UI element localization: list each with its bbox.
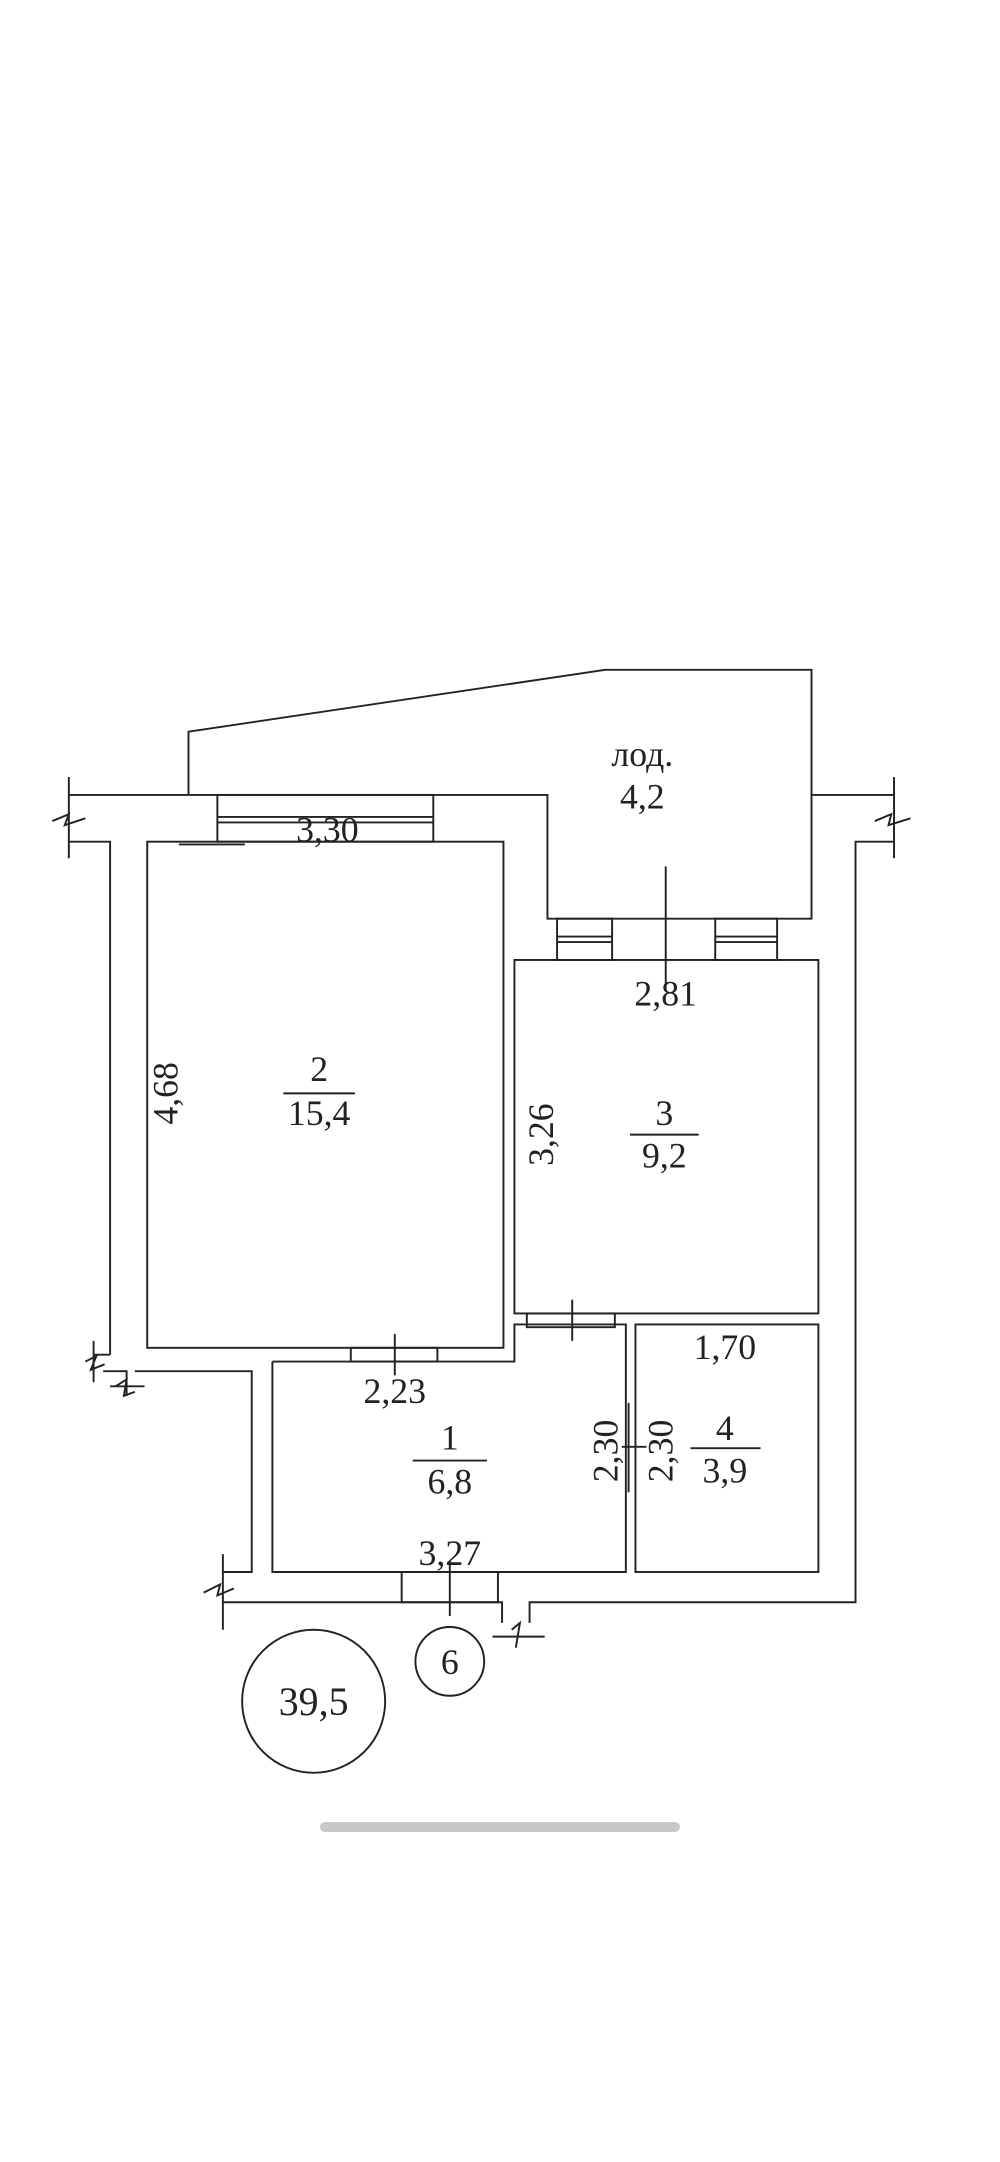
loggia-label: лод. [611, 734, 673, 774]
door-room-3 [525, 1312, 616, 1329]
window-room-2 [216, 793, 435, 843]
room-1-number: 1 [441, 1418, 459, 1458]
room-4-number: 4 [716, 1408, 734, 1448]
dim-room1-side: 2,30 [586, 1420, 626, 1483]
room-4-area: 3,9 [703, 1451, 748, 1491]
loggia-area: 4,2 [620, 777, 665, 817]
loggia-outline [187, 668, 813, 795]
window-room-3-left [556, 917, 614, 961]
top-outer-wall [68, 793, 895, 920]
home-indicator[interactable] [320, 1822, 680, 1832]
window-room-3-right [714, 917, 779, 961]
dim-room3-length: 3,26 [521, 1103, 561, 1166]
apartment-number: 6 [441, 1642, 459, 1682]
walls [51, 668, 911, 1648]
dim-room1-top: 2,23 [364, 1371, 427, 1411]
room-1 [271, 1323, 627, 1573]
room-1-area: 6,8 [427, 1462, 472, 1502]
apartment-number-circle [414, 1626, 486, 1697]
total-area: 39,5 [279, 1679, 349, 1724]
dim-room2-width: 3,30 [296, 810, 359, 850]
room-2-number: 2 [310, 1049, 328, 1089]
total-area-circle [241, 1628, 387, 1774]
dim-room4-side: 2,30 [641, 1420, 681, 1483]
dim-room2-length: 4,68 [145, 1062, 185, 1125]
room-4 [634, 1323, 820, 1573]
dim-room3-width: 2,81 [634, 973, 697, 1013]
room-3-number: 3 [655, 1093, 673, 1133]
room-3-area: 9,2 [642, 1136, 687, 1176]
dim-room1-bottom: 3,27 [419, 1533, 482, 1573]
room-2-area: 15,4 [288, 1093, 351, 1133]
dim-room4-width: 1,70 [694, 1327, 757, 1367]
